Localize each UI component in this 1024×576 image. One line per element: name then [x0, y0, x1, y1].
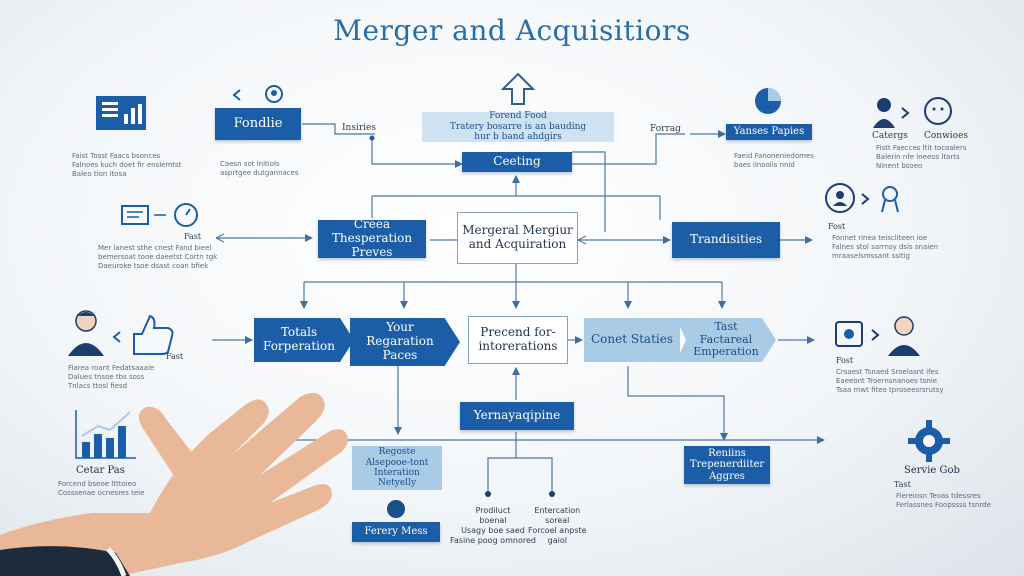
- newspaper-chart-icon: [96, 96, 146, 130]
- note-left-mid: Mer lanest sthe cnest Fand bieel bemerso…: [98, 244, 218, 270]
- note-left-lower: Fiarea roant Fedatsaaaie Dalues tnsoe tb…: [68, 364, 155, 390]
- label-fast-mid: Fast: [166, 352, 184, 361]
- label-cetar-pas: Cetar Pas: [76, 465, 125, 476]
- label-tast: Tast: [894, 480, 911, 489]
- node-trandisities[interactable]: Trandisities: [672, 222, 780, 258]
- node-tast-factareal[interactable]: Tast Factareal Emperation: [676, 318, 776, 362]
- person-bubble-icon: [825, 183, 899, 213]
- node-forend-food[interactable]: Forend Food Tratery bosarre is an baudin…: [422, 111, 614, 142]
- pie-chart-icon: [755, 88, 781, 114]
- label-servie-gob: Servie Gob: [904, 465, 960, 476]
- gear-icon: [908, 420, 950, 462]
- label-fost-right2: Fost: [836, 356, 854, 365]
- node-ferery-mess[interactable]: Ferery Mess: [352, 522, 440, 542]
- note-top-left: Faist Tosst Faacs bsonces Falnoes kuch d…: [72, 152, 182, 178]
- note-bottom-right: Fiereiosn Teoas tdessres Ferlassnes Foop…: [896, 492, 991, 509]
- node-yernayaqipine[interactable]: Yernayaqipine: [460, 402, 574, 430]
- note-bottom-left: Forcend bseoe ltttoieo Cosssenae ocnesre…: [58, 480, 145, 497]
- label-entercation: Entercation soreal Forcoel anpste gaiol: [528, 506, 587, 545]
- bar-chart-icon: [75, 410, 136, 459]
- node-merger-center[interactable]: Mergeral Mergiur and Acquiration: [457, 212, 578, 264]
- label-catergs: Catergs: [872, 131, 908, 141]
- note-right-lower: Crsaest Tsnaed Sroelasnt ifes Eaeeont Tr…: [836, 368, 944, 394]
- node-fondlie[interactable]: Fondlie: [215, 108, 301, 140]
- node-crea-thesperation[interactable]: Creea Thesperation Preves: [318, 217, 426, 259]
- node-totals-forperation[interactable]: Totals Forperation: [254, 318, 354, 362]
- person-arrow-icon: [873, 97, 952, 128]
- label-insiries: Insiries: [342, 123, 376, 133]
- node-ceeting[interactable]: Ceeting: [462, 152, 572, 172]
- hand-image: [0, 392, 348, 576]
- label-fost-right: Fost: [828, 222, 846, 231]
- node-dot: [387, 500, 405, 518]
- meeting-people-icon: [232, 85, 283, 103]
- businessman-thumbs-icon: [68, 310, 174, 356]
- node-your-regaration[interactable]: Your Regaration Paces: [350, 318, 460, 366]
- note-right-mid: Fonnet rinea teiscliteen ioe Falnes stol…: [832, 234, 938, 260]
- label-conwioes: Conwioes: [924, 131, 969, 141]
- node-regoste[interactable]: Regoste Alsepooe-tont Interation Netyell…: [352, 446, 442, 490]
- node-precend[interactable]: Precend for- intorerations: [468, 316, 568, 364]
- node-reniins[interactable]: Reniins Trepenerdiiter Aggres: [684, 446, 770, 484]
- node-conet-staties[interactable]: Conet Staties: [584, 318, 680, 362]
- note-yanses: Faeid Fanoneniedomes baes ilnoolis nnid: [734, 152, 814, 169]
- label-prodiluct: Prodiluct boenal Usagy boe saed Fasine p…: [450, 506, 536, 545]
- note-fondlie: Caesn sot lnitiols asprtgee dutgannaces: [220, 160, 299, 177]
- label-fast-left: Fast: [184, 232, 202, 241]
- page-title: Merger and Acquisitiors: [333, 14, 691, 47]
- team-advisor-icon: [835, 316, 920, 356]
- upload-arrow-icon: [501, 72, 535, 105]
- label-forrag: Forrag: [650, 124, 681, 134]
- note-top-right: Fistt Faecces ltit tocoalers Balerin nfe…: [876, 144, 967, 170]
- document-arrow-icon: [121, 203, 198, 227]
- node-yanses-papies[interactable]: Yanses Papies: [726, 124, 812, 140]
